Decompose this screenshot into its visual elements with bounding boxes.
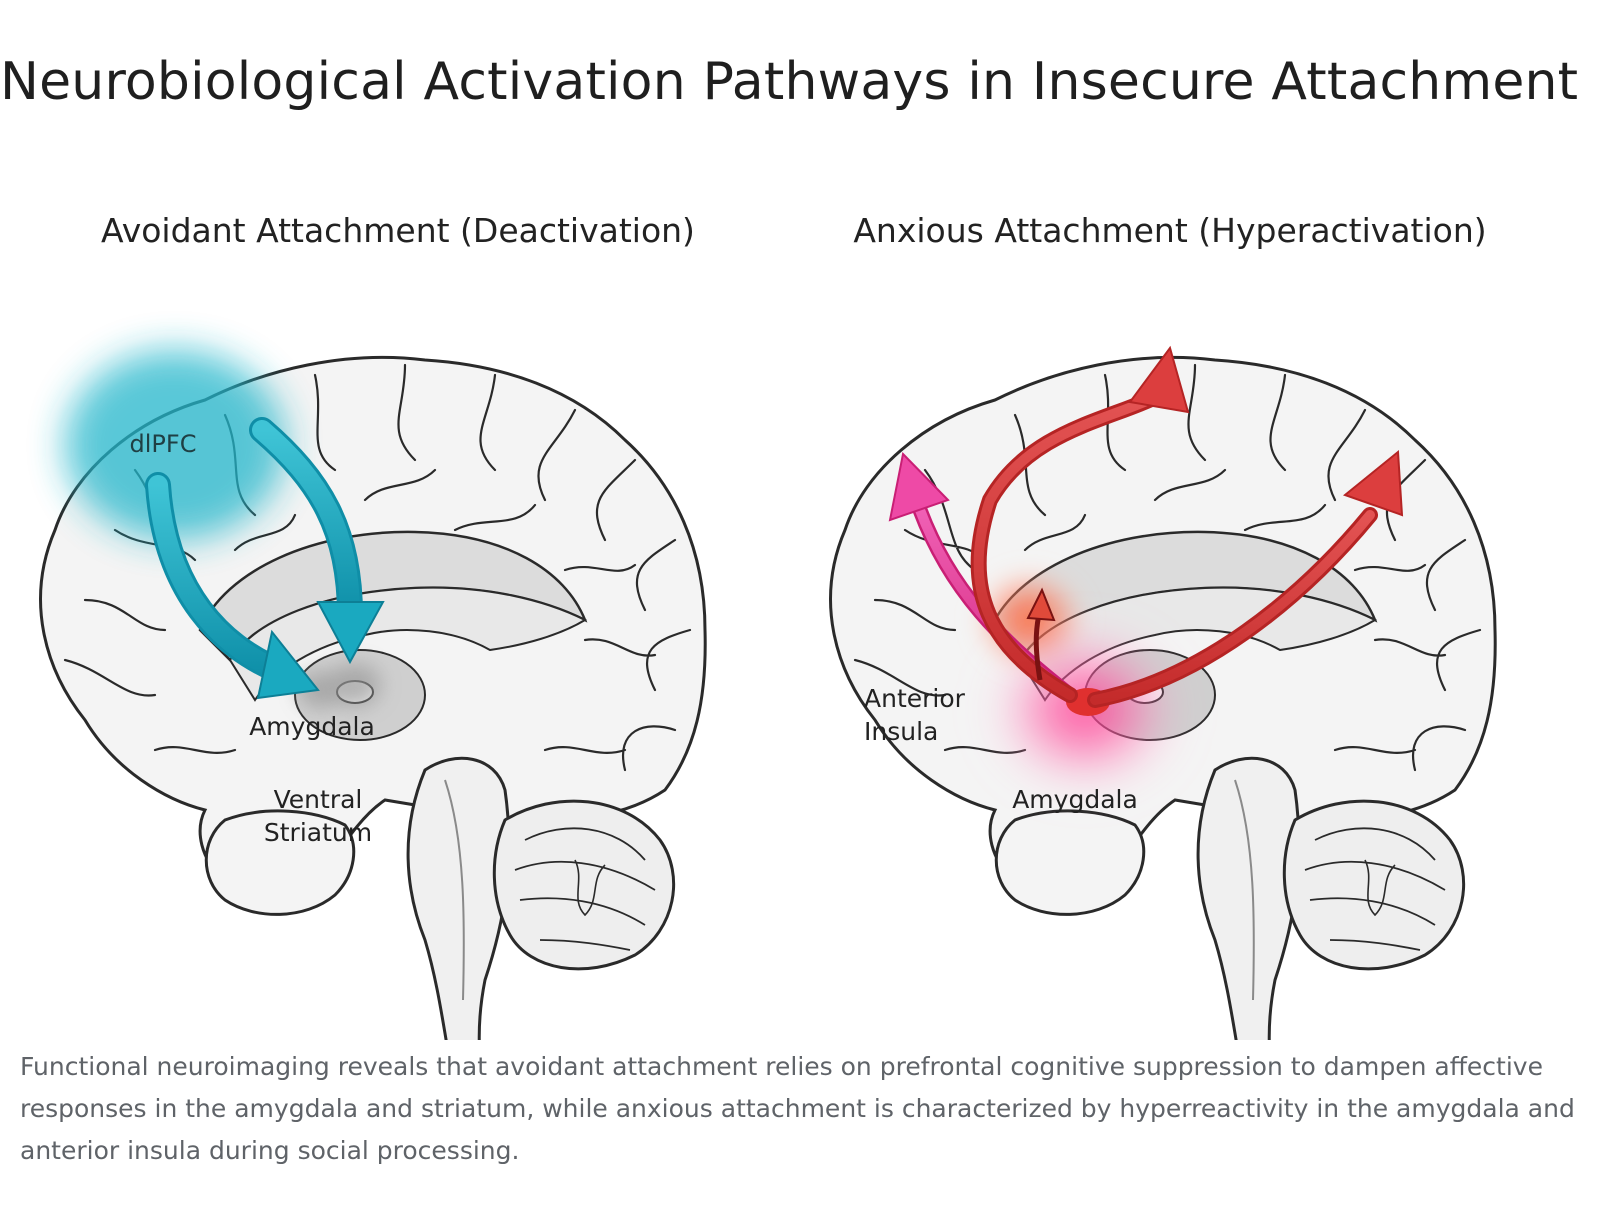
figure-caption: Functional neuroimaging reveals that avo… [20, 1052, 1575, 1165]
ventral-striatum-label-line1: Ventral [274, 785, 363, 814]
ventral-striatum-region [329, 663, 381, 707]
dlpfc-label: dlPFC [130, 430, 197, 458]
diagram-canvas: Avoidant Attachment (Deactivation) dlPFC… [39, 211, 1497, 1040]
page-title: Neurobiological Activation Pathways in I… [0, 52, 1579, 112]
avoidant-amygdala-label: Amygdala [249, 712, 375, 741]
anxious-panel: Anxious Attachment (Hyperactivation) Ant… [829, 211, 1497, 1040]
avoidant-panel-heading: Avoidant Attachment (Deactivation) [101, 211, 695, 250]
avoidant-panel: Avoidant Attachment (Deactivation) dlPFC… [39, 211, 707, 1040]
anxious-amygdala-label: Amygdala [1012, 785, 1138, 814]
anterior-insula-label-line2: Insula [864, 717, 938, 746]
anterior-insula-label-line1: Anterior [864, 684, 966, 713]
ventral-striatum-label-line2: Striatum [264, 818, 372, 847]
diagram-figure: Avoidant Attachment (Deactivation) dlPFC… [0, 170, 1600, 1040]
anxious-panel-heading: Anxious Attachment (Hyperactivation) [853, 211, 1486, 250]
dlpfc-region [65, 350, 285, 540]
